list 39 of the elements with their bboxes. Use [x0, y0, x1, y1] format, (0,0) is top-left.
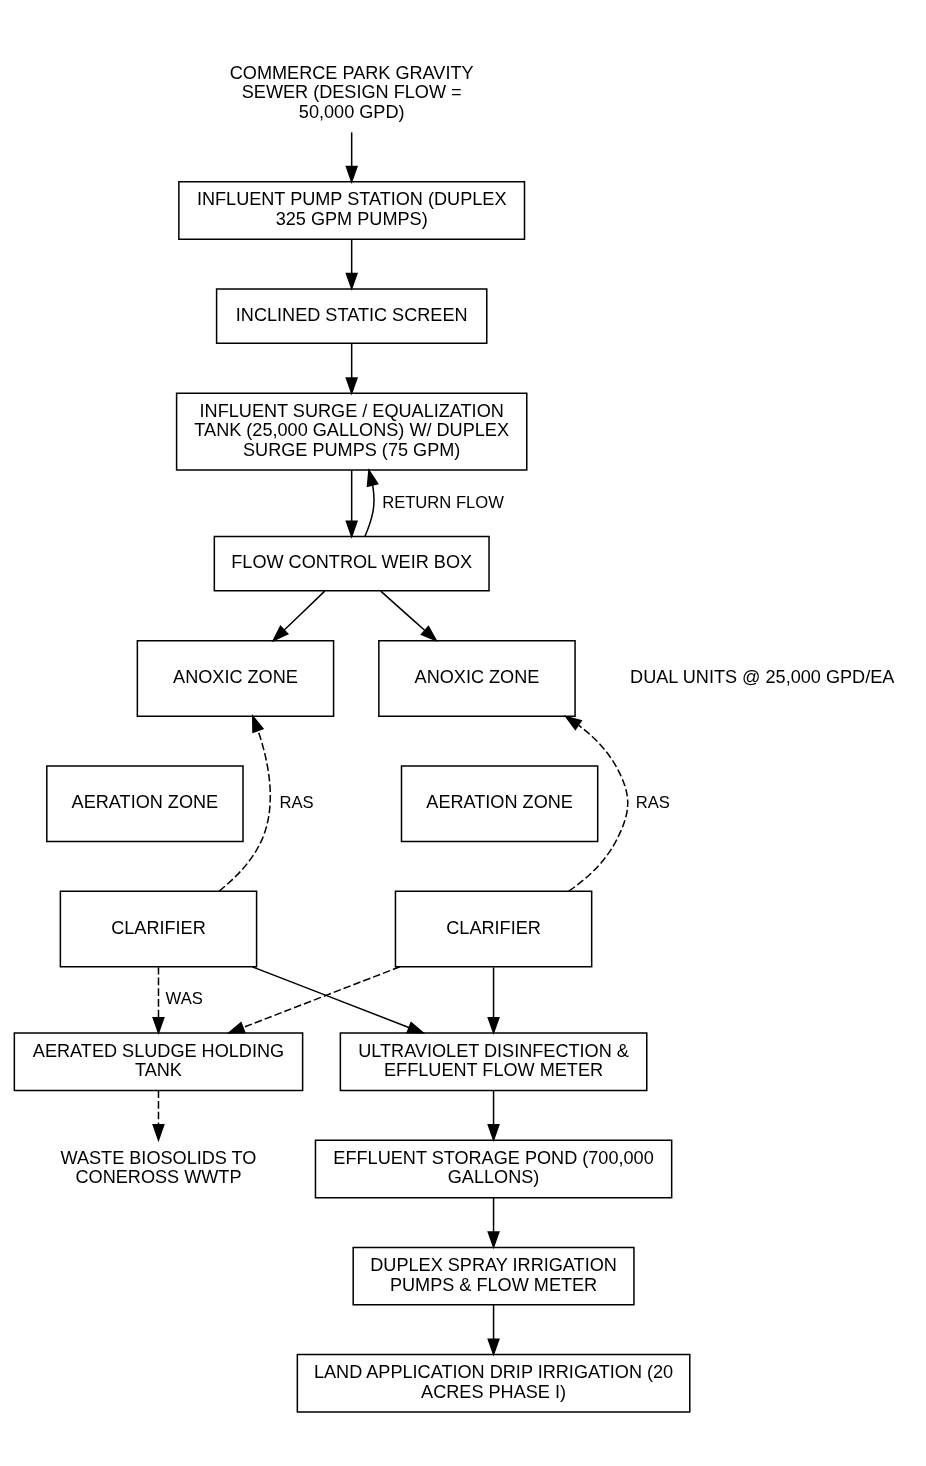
arrow [345, 342, 359, 395]
node-box: ULTRAVIOLET DISINFECTION & EFFLUENT FLOW METER [339, 1031, 648, 1091]
node-box: CLARIFIER [59, 889, 258, 967]
node-box: CLARIFIER [394, 889, 593, 967]
label: DUAL UNITS @ 25,000 GPD/EA [630, 666, 895, 687]
arrow [487, 1303, 500, 1356]
node-box: DUPLEX SPRAY IRRIGATION PUMPS & FLOW METER [352, 1246, 635, 1306]
arrow [364, 467, 379, 537]
arrow [152, 1089, 165, 1142]
arrow [487, 1196, 500, 1249]
node-box: INCLINED STATIC SCREEN [215, 287, 488, 344]
edge-label: RAS [279, 792, 314, 812]
arrow [152, 966, 165, 1035]
arrow [380, 589, 438, 642]
node-box: ANOXIC ZONE [378, 639, 576, 717]
node-box: AERATED SLUDGE HOLDING TANK [13, 1031, 304, 1091]
node-text: COMMERCE PARK GRAVITY SEWER (DESIGN FLOW = 50,000 GPD) [229, 62, 474, 122]
arrow [487, 1089, 500, 1142]
node-box: LAND APPLICATION DRIP IRRIGATION (20 ACRES PHASE I) [296, 1353, 691, 1413]
node-box: AERATION ZONE [46, 764, 244, 842]
node-text: WASTE BIOSOLIDS TO CONEROSS WWTP [60, 1147, 257, 1187]
edge-label: RAS [635, 792, 670, 812]
arrow [487, 966, 500, 1035]
node-box: ANOXIC ZONE [136, 639, 335, 717]
arrow [251, 965, 426, 1034]
arrow [345, 469, 359, 539]
node-box: AERATION ZONE [400, 764, 599, 842]
arrow [226, 965, 401, 1034]
arrow [345, 238, 359, 291]
arrow [563, 714, 629, 892]
node-box: INFLUENT SURGE / EQUALIZATION TANK (25,000 GALLONS) W/ DUPLEX SURGE PUMPS (75 GPM) [175, 391, 528, 471]
arrow [218, 713, 272, 892]
edge-label: RETURN FLOW [382, 492, 504, 512]
edge-label: WAS [165, 988, 203, 1008]
arrow [345, 131, 359, 184]
node-box: FLOW CONTROL WEIR BOX [213, 535, 490, 592]
node-box: INFLUENT PUMP STATION (DUPLEX 325 GPM PUMPS) [178, 180, 526, 240]
arrow [271, 589, 326, 642]
node-box: EFFLUENT STORAGE POND (700,000 GALLONS) [314, 1139, 673, 1198]
